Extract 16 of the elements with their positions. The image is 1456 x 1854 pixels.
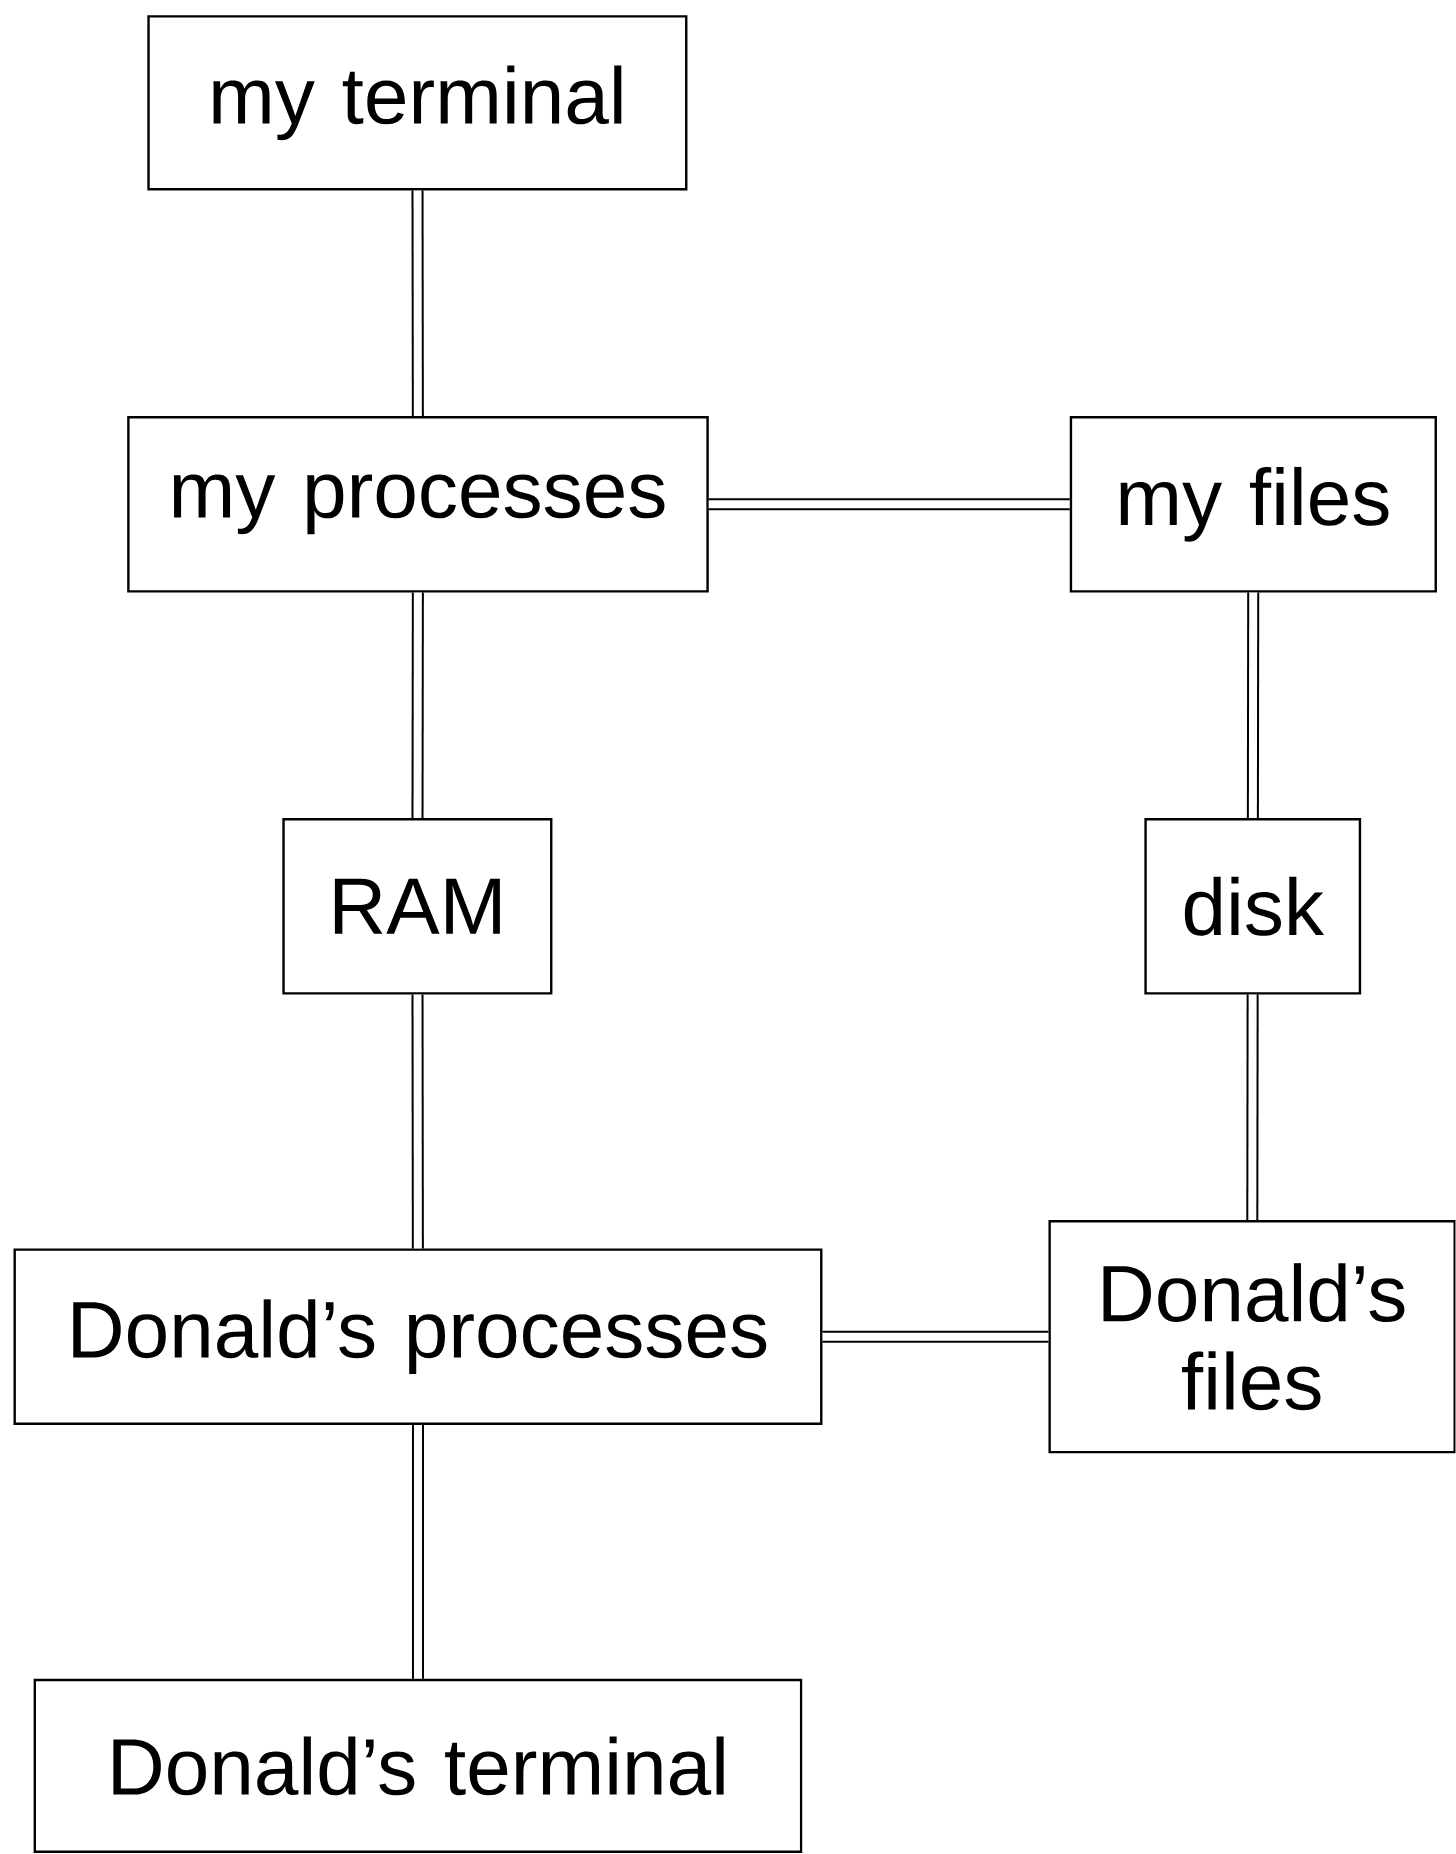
process-box: RAM (282, 818, 553, 995)
process-box: Donald’s terminal (33, 1678, 803, 1853)
double-line (411, 190, 425, 416)
double-line (822, 1330, 1049, 1343)
process-box: Donald’s files (1048, 1220, 1456, 1454)
double-line (1246, 994, 1259, 1220)
process-box: my files (1070, 416, 1438, 593)
double-line (709, 498, 1070, 511)
process-box: disk (1144, 818, 1362, 995)
double-line (411, 592, 425, 819)
process-box: my terminal (147, 15, 688, 191)
process-box: Donald’s processes (13, 1248, 823, 1425)
double-line (411, 994, 425, 1249)
double-line (412, 1424, 425, 1679)
process-box: my processes (127, 416, 709, 593)
double-line (1247, 592, 1260, 819)
